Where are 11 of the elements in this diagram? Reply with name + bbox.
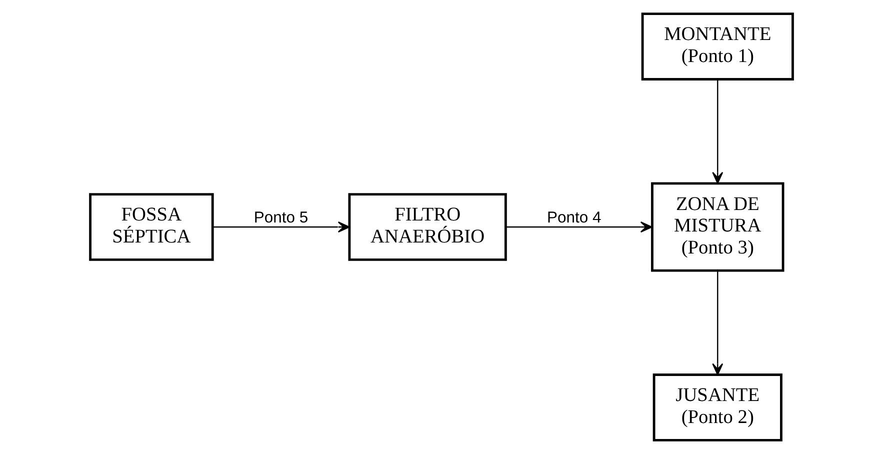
arrow <box>712 79 724 184</box>
arrow <box>212 221 350 232</box>
node-box: JUSANTE (Ponto 2) <box>652 373 782 441</box>
edge-label: Ponto 4 <box>546 209 602 226</box>
node-box: ZONA DE MISTURA (Ponto 3) <box>651 182 784 272</box>
edge-label: Ponto 5 <box>254 209 308 226</box>
arrow <box>506 221 652 232</box>
arrow <box>712 270 724 375</box>
node-box: FILTRO ANAERÓBIO <box>348 192 507 260</box>
node-box: FOSSA SÉPTICA <box>89 192 214 260</box>
node-box: MONTANTE (Ponto 1) <box>641 12 794 80</box>
